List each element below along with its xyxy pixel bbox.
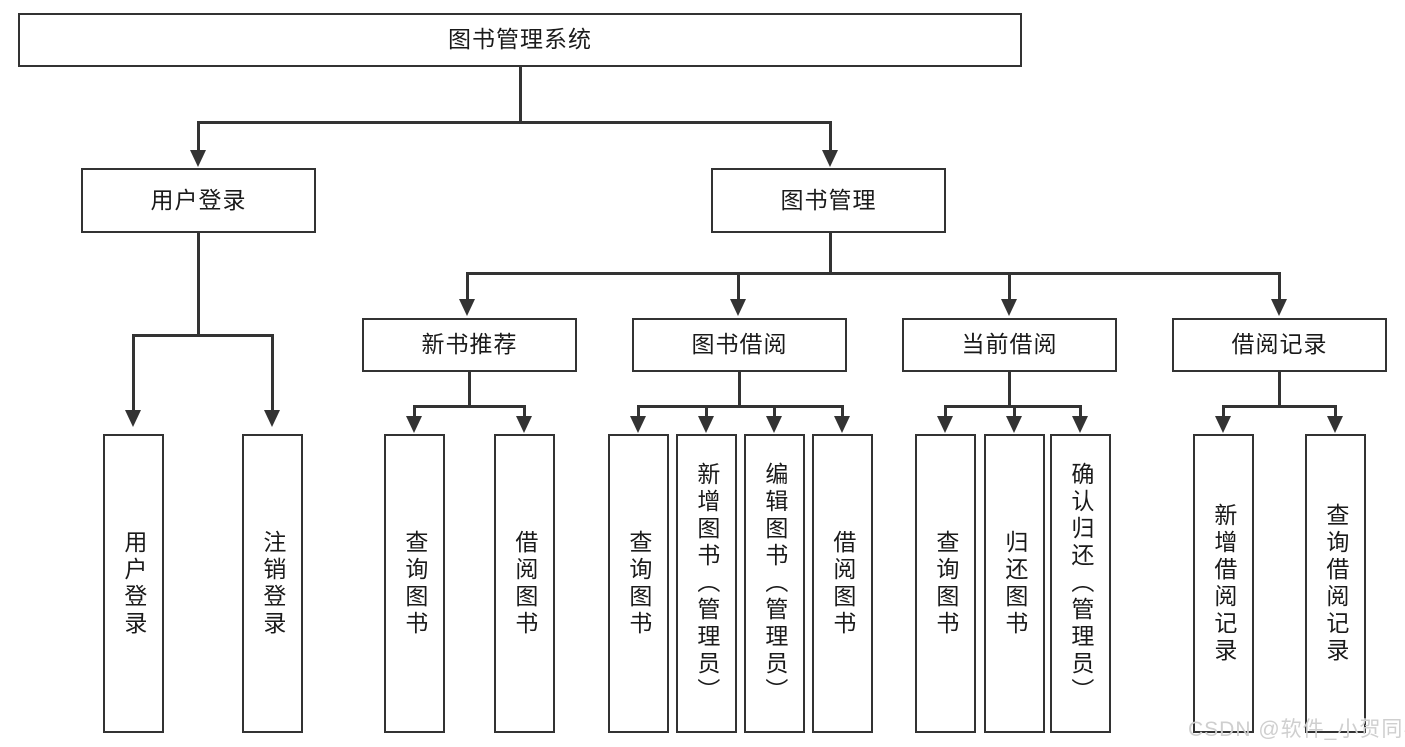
connector-user-login-stem — [197, 233, 200, 335]
node-label: 图书管理系统 — [448, 26, 592, 53]
leaf-borrow-edit-book-admin[interactable]: 编辑图书（管理员） — [744, 434, 805, 733]
leaf-current-confirm-return-admin[interactable]: 确认归还（管理员） — [1050, 434, 1111, 733]
connector-level3-drop-3 — [1008, 272, 1011, 300]
connector-record-stem — [1278, 372, 1281, 406]
node-borrow-record[interactable]: 借阅记录 — [1172, 318, 1387, 372]
connector-user-login-bus — [132, 334, 274, 337]
leaf-label: 确认归还（管理员） — [1067, 462, 1094, 705]
connector-current-drop-2 — [1013, 405, 1016, 418]
connector-current-drop-3 — [1079, 405, 1082, 418]
arrow-to-leaf-borrow-borrow-book — [834, 416, 850, 433]
leaf-label: 借阅图书 — [829, 529, 856, 638]
connector-root-stem — [519, 67, 522, 122]
connector-level2-drop-right — [829, 121, 832, 151]
arrow-to-leaf-borrow-query-book — [630, 416, 646, 433]
connector-book-management-stem — [829, 233, 832, 273]
arrow-to-leaf-record-add — [1215, 416, 1231, 433]
arrow-to-leaf-borrow-add-book — [698, 416, 714, 433]
node-label: 当前借阅 — [961, 331, 1058, 358]
leaf-recommend-borrow-book[interactable]: 借阅图书 — [494, 434, 555, 733]
leaf-label: 查询图书 — [401, 529, 428, 638]
arrow-to-user-login — [190, 150, 206, 167]
leaf-current-return-book[interactable]: 归还图书 — [984, 434, 1045, 733]
node-user-login[interactable]: 用户登录 — [81, 168, 316, 233]
connector-level3-drop-1 — [466, 272, 469, 300]
connector-recommend-drop-2 — [523, 405, 526, 418]
node-root-book-management-system[interactable]: 图书管理系统 — [18, 13, 1022, 67]
connector-user-login-drop-1 — [132, 334, 135, 411]
leaf-label: 新增图书（管理员） — [693, 462, 720, 705]
leaf-label: 查询图书 — [932, 529, 959, 638]
connector-borrow-bus — [637, 405, 844, 408]
node-label: 借阅记录 — [1231, 331, 1328, 358]
leaf-logout[interactable]: 注销登录 — [242, 434, 303, 733]
node-book-borrow[interactable]: 图书借阅 — [632, 318, 847, 372]
leaf-label: 新增借阅记录 — [1210, 502, 1237, 665]
connector-borrow-drop-1 — [637, 405, 640, 418]
connector-borrow-stem — [738, 372, 741, 406]
connector-level2-drop-left — [197, 121, 200, 151]
arrow-to-leaf-logout — [264, 410, 280, 427]
leaf-record-add-borrow-record[interactable]: 新增借阅记录 — [1193, 434, 1254, 733]
connector-level3-drop-2 — [737, 272, 740, 300]
connector-borrow-drop-3 — [773, 405, 776, 418]
arrow-to-leaf-current-return-book — [1006, 416, 1022, 433]
leaf-label: 归还图书 — [1001, 529, 1028, 638]
node-label: 新书推荐 — [421, 331, 518, 358]
node-new-book-recommend[interactable]: 新书推荐 — [362, 318, 577, 372]
node-label: 图书借阅 — [691, 331, 788, 358]
arrow-to-leaf-borrow-edit-book — [766, 416, 782, 433]
leaf-label: 查询图书 — [625, 529, 652, 638]
connector-record-drop-2 — [1334, 405, 1337, 418]
node-book-management[interactable]: 图书管理 — [711, 168, 946, 233]
connector-level2-bus — [197, 121, 832, 124]
leaf-label: 查询借阅记录 — [1322, 502, 1349, 665]
connector-current-bus — [944, 405, 1081, 408]
connector-current-drop-1 — [944, 405, 947, 418]
connector-borrow-drop-4 — [841, 405, 844, 418]
arrow-to-book-management — [822, 150, 838, 167]
connector-user-login-drop-2 — [271, 334, 274, 411]
arrow-to-book-borrow — [730, 299, 746, 316]
leaf-recommend-query-book[interactable]: 查询图书 — [384, 434, 445, 733]
node-label: 用户登录 — [150, 186, 247, 213]
leaf-borrow-borrow-book[interactable]: 借阅图书 — [812, 434, 873, 733]
connector-current-stem — [1008, 372, 1011, 406]
node-label: 图书管理 — [780, 186, 877, 213]
leaf-label: 用户登录 — [120, 529, 147, 638]
connector-level3-drop-4 — [1278, 272, 1281, 300]
connector-recommend-stem — [468, 372, 471, 406]
leaf-label: 编辑图书（管理员） — [761, 462, 788, 705]
node-current-borrow[interactable]: 当前借阅 — [902, 318, 1117, 372]
arrow-to-leaf-current-confirm-return — [1072, 416, 1088, 433]
arrow-to-current-borrow — [1001, 299, 1017, 316]
connector-level3-bus — [466, 272, 1280, 275]
leaf-label: 注销登录 — [259, 529, 286, 638]
arrow-to-leaf-record-query — [1327, 416, 1343, 433]
leaf-borrow-add-book-admin[interactable]: 新增图书（管理员） — [676, 434, 737, 733]
connector-recommend-bus — [413, 405, 526, 408]
arrow-to-leaf-recommend-borrow-book — [516, 416, 532, 433]
connector-record-bus — [1222, 405, 1337, 408]
connector-record-drop-1 — [1222, 405, 1225, 418]
arrow-to-leaf-current-query-book — [937, 416, 953, 433]
connector-recommend-drop-1 — [413, 405, 416, 418]
arrow-to-leaf-user-login — [125, 410, 141, 427]
arrow-to-leaf-recommend-query-book — [406, 416, 422, 433]
leaf-record-query-borrow-record[interactable]: 查询借阅记录 — [1305, 434, 1366, 733]
leaf-borrow-query-book[interactable]: 查询图书 — [608, 434, 669, 733]
leaf-current-query-book[interactable]: 查询图书 — [915, 434, 976, 733]
leaf-label: 借阅图书 — [511, 529, 538, 638]
connector-borrow-drop-2 — [705, 405, 708, 418]
arrow-to-new-book-recommend — [459, 299, 475, 316]
arrow-to-borrow-record — [1271, 299, 1287, 316]
leaf-user-login[interactable]: 用户登录 — [103, 434, 164, 733]
